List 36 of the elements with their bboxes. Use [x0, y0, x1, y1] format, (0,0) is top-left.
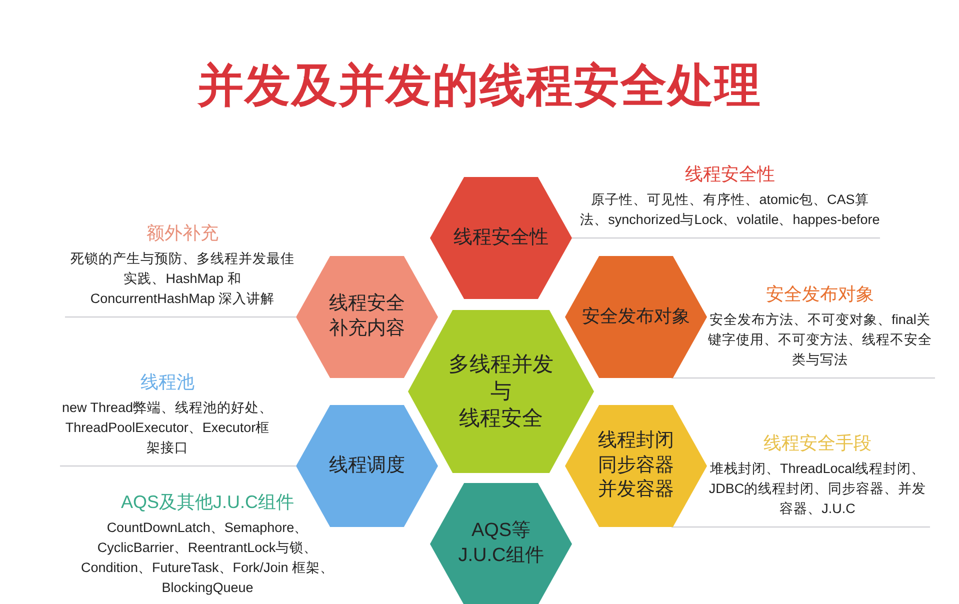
topic-heading: AQS及其他J.U.C组件 — [120, 491, 294, 514]
hexagon-label: 线程调度 — [329, 454, 405, 478]
topic-heading: 线程池 — [140, 371, 194, 394]
hexagon-tile — [296, 256, 438, 378]
topic-description: CountDownLatch、Semaphore、CyclicBarrier、ReentrantLock与锁、Condition、FutureTask、Fork/Join 框架、BlockingQueue — [80, 519, 335, 597]
connector-line — [65, 316, 296, 318]
title: 并发及并发的线程安全处理 — [198, 59, 762, 111]
hexagon-label: 线程封闭 — [598, 428, 674, 453]
topic-description: 堆栈封闭、ThreadLocal线程封闭、JDBC的线程封闭、同步容器、并发容器、J.U.C — [708, 460, 928, 518]
topic-description: 安全发布方法、不可变对象、final关键字使用、不可变方法、线程不安全类与写法 — [707, 311, 933, 369]
connector-line — [60, 465, 296, 467]
hexagon-label: J.U.C组件 — [458, 544, 544, 568]
hexagon-tile — [565, 256, 707, 378]
topic-description: 死锁的产生与预防、多线程并发最佳实践、HashMap 和 ConcurrentHashMap 深入讲解 — [70, 250, 296, 308]
hexagon-label: 安全发布对象 — [582, 305, 690, 328]
hexagon-tile — [430, 483, 572, 604]
topic-description: 原子性、可见性、有序性、atomic包、CAS算法、synchorized与Lock、volatile、happes-before — [580, 191, 880, 229]
hexagon-label: 同步容器 — [598, 454, 674, 478]
hexagon-label: 并发容器 — [598, 478, 674, 502]
topic-heading: 线程安全性 — [685, 163, 775, 186]
topic-description: new Thread弊端、线程池的好处、ThreadPoolExecutor、Executor框架接口 — [60, 399, 274, 457]
hexagon-tile — [430, 177, 572, 299]
topic-heading: 线程安全手段 — [764, 432, 872, 455]
hexagon-label: AQS等 — [471, 519, 531, 544]
connector-line — [572, 237, 880, 239]
topic-heading: 额外补充 — [146, 222, 218, 245]
hexagon-label: 线程安全性 — [454, 226, 548, 250]
hexagon-label: 线程安全补充内容 — [328, 292, 406, 341]
connector-line — [672, 526, 930, 528]
connector-line — [672, 377, 935, 379]
hexagon-label: 线程安全 — [459, 406, 543, 432]
topic-heading: 安全发布对象 — [766, 283, 874, 306]
hexagon-label: 多线程并发 — [448, 352, 554, 378]
hexagon-tile — [296, 405, 438, 527]
hexagon-label: 与 — [490, 378, 512, 405]
hexagon-tile — [565, 405, 707, 527]
